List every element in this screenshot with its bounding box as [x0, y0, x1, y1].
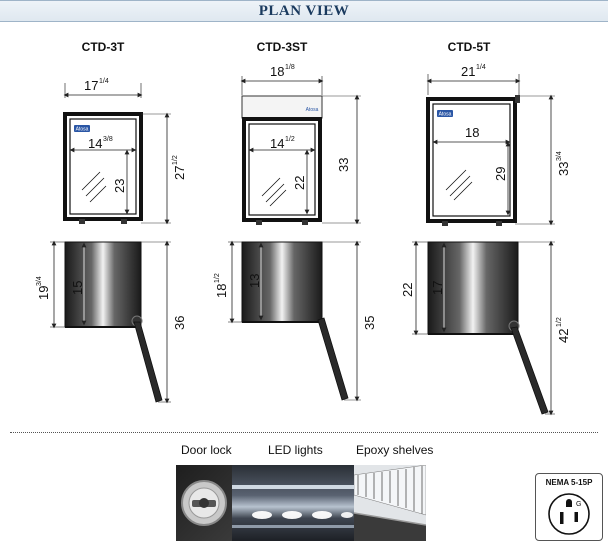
inner-height-dimension: 29 — [493, 141, 511, 216]
svg-text:1/2: 1/2 — [214, 273, 221, 283]
front-view: Atosa — [241, 95, 323, 225]
hot-slot-icon — [574, 512, 578, 522]
plan-drawing: CTD-3T 17 1/4 Atosa 14 3/8 — [36, 40, 571, 416]
feature-label-door-lock: Door lock — [181, 443, 232, 457]
ground-label: G — [576, 501, 581, 508]
svg-text:18: 18 — [465, 125, 479, 140]
svg-text:17: 17 — [84, 78, 98, 93]
epoxy-shelves-photo — [353, 464, 427, 541]
model-ctd-3t: CTD-3T 17 1/4 Atosa 14 3/8 — [36, 40, 187, 404]
svg-text:1/2: 1/2 — [285, 136, 295, 143]
side-view — [427, 241, 549, 415]
svg-text:22: 22 — [292, 176, 307, 190]
section-divider — [10, 432, 598, 433]
model-name: CTD-5T — [448, 40, 491, 54]
page-title: PLAN VIEW — [258, 3, 350, 19]
inner-height-dimension: 23 — [112, 149, 130, 215]
inner-depth-dimension: 17 — [430, 242, 447, 333]
inner-width-dimension: 14 3/8 — [69, 136, 137, 153]
svg-text:1/4: 1/4 — [99, 78, 109, 85]
height-dimension: 33 — [322, 94, 361, 225]
brand-badge-text: Atosa — [76, 127, 89, 133]
model-name: CTD-3T — [82, 40, 125, 54]
brand-badge-text: Atosa — [306, 107, 319, 113]
svg-text:14: 14 — [270, 136, 284, 151]
svg-text:1/8: 1/8 — [285, 64, 295, 71]
nema-plug-badge: NEMA 5-15P G — [535, 473, 603, 541]
svg-text:33: 33 — [556, 162, 571, 176]
model-ctd-3st: CTD-3ST 18 1/8 Atosa 14 1/2 22 — [214, 40, 377, 402]
svg-text:19: 19 — [36, 286, 51, 300]
brand-badge — [437, 110, 453, 117]
svg-text:1/4: 1/4 — [476, 64, 486, 71]
svg-text:21: 21 — [461, 64, 475, 79]
svg-text:17: 17 — [430, 281, 445, 295]
open-depth-dimension: 35 — [322, 240, 377, 402]
svg-text:29: 29 — [493, 167, 508, 181]
svg-text:22: 22 — [400, 283, 415, 297]
side-view — [64, 241, 163, 403]
height-dimension: 27 1/2 — [141, 112, 187, 225]
brand-badge — [74, 125, 90, 132]
svg-text:3/8: 3/8 — [103, 136, 113, 143]
feature-label-epoxy-shelves: Epoxy shelves — [356, 443, 434, 457]
depth-dimension: 18 1/2 — [214, 240, 242, 324]
width-dimension: 17 1/4 — [63, 78, 143, 98]
door-lock-photo — [176, 465, 232, 541]
ground-pin-icon — [566, 499, 572, 507]
inner-width-dimension: 14 1/2 — [248, 136, 316, 153]
height-dimension: 33 3/4 — [515, 94, 571, 226]
neutral-slot-icon — [560, 512, 564, 524]
svg-text:14: 14 — [88, 136, 102, 151]
width-dimension: 18 1/8 — [240, 64, 324, 95]
svg-text:1/2: 1/2 — [172, 155, 179, 165]
svg-text:1/2: 1/2 — [556, 317, 563, 327]
depth-dimension: 19 3/4 — [36, 240, 65, 329]
open-depth-dimension: 36 — [141, 240, 187, 404]
svg-text:23: 23 — [112, 179, 127, 193]
svg-text:18: 18 — [270, 64, 284, 79]
led-lights-photo — [232, 465, 354, 541]
depth-dimension: 22 — [400, 240, 428, 336]
svg-text:3/4: 3/4 — [36, 276, 43, 286]
svg-text:15: 15 — [70, 281, 85, 295]
plan-view-header: PLAN VIEW — [0, 0, 608, 22]
svg-text:27: 27 — [172, 166, 187, 180]
front-view: Atosa — [63, 112, 143, 224]
inner-depth-dimension: 13 — [247, 242, 264, 321]
svg-text:36: 36 — [172, 316, 187, 330]
side-view — [241, 241, 349, 401]
model-ctd-5t: CTD-5T 21 1/4 Atosa 18 29 — [400, 40, 571, 416]
svg-text:35: 35 — [362, 316, 377, 330]
brand-badge-text: Atosa — [439, 112, 452, 118]
svg-text:42: 42 — [556, 329, 571, 343]
inner-width-dimension: 18 — [432, 125, 511, 145]
feature-label-led-lights: LED lights — [268, 443, 323, 457]
open-depth-dimension: 42 1/2 — [518, 240, 571, 416]
inner-depth-dimension: 15 — [70, 242, 87, 326]
width-dimension: 21 1/4 — [426, 64, 521, 95]
inner-height-dimension: 22 — [292, 149, 310, 215]
svg-text:33: 33 — [336, 158, 351, 172]
nema-label: NEMA 5-15P — [545, 478, 593, 487]
svg-text:13: 13 — [247, 274, 262, 288]
plug-outline-icon — [548, 493, 590, 535]
svg-text:18: 18 — [214, 284, 229, 298]
svg-text:3/4: 3/4 — [556, 151, 563, 161]
front-view: Atosa — [426, 95, 520, 226]
model-name: CTD-3ST — [257, 40, 308, 54]
